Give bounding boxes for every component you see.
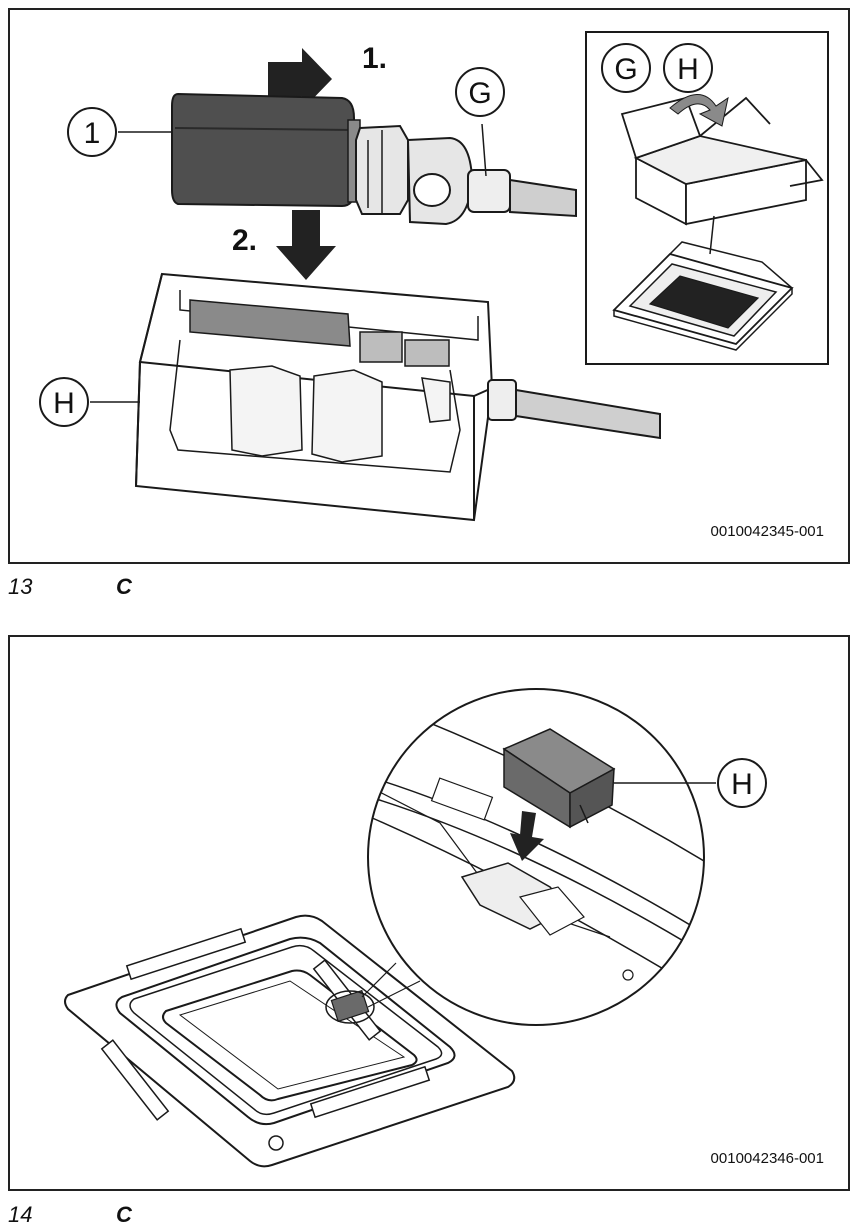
figure-14-illustration: H 0010042346-001 <box>64 688 824 1168</box>
callout-g-circle <box>455 67 505 117</box>
callout-1-label: 1 <box>84 117 101 150</box>
callout-1-circle <box>67 107 117 157</box>
detail-magnifier <box>367 688 705 1026</box>
step-1-label: 1. <box>362 42 387 75</box>
figure-13-letter: C <box>116 574 132 599</box>
callout-h-circle <box>39 377 89 427</box>
sensor-part-1 <box>171 92 361 208</box>
callout-h-circle <box>717 758 767 808</box>
inset-callout-g-circle <box>601 43 651 93</box>
figure-13-number: 13 <box>8 574 33 599</box>
connector-nut <box>355 124 577 226</box>
inset-callout-h-circle <box>663 43 713 93</box>
callout-h-label: H <box>53 387 75 420</box>
inset-callout-g-label: G <box>614 53 637 86</box>
figure-14-letter: C <box>116 1202 132 1227</box>
right-arrow-icon <box>268 48 332 110</box>
figure-13-frame: 1. 2. 1 G <box>8 8 850 564</box>
sensor-holder <box>502 728 616 829</box>
down-arrow-icon <box>510 811 544 861</box>
figure-14-number: 14 <box>8 1202 33 1227</box>
step-2-label: 2. <box>232 224 257 257</box>
callout-h-label: H <box>731 768 753 801</box>
figure-14-frame: H 0010042346-001 <box>8 635 850 1191</box>
figure-13-code: 0010042345-001 <box>711 523 824 540</box>
figure-13-illustration: 1. 2. 1 G <box>39 31 829 540</box>
cassette-unit-icon <box>612 241 794 351</box>
down-arrow-icon <box>276 210 336 280</box>
open-carton-icon <box>620 94 824 226</box>
inset-callout-h-label: H <box>677 53 699 86</box>
figure-14-code: 0010042346-001 <box>711 1150 824 1167</box>
holder-box <box>134 272 661 522</box>
callout-g-label: G <box>468 77 491 110</box>
ceiling-panel <box>64 914 516 1168</box>
